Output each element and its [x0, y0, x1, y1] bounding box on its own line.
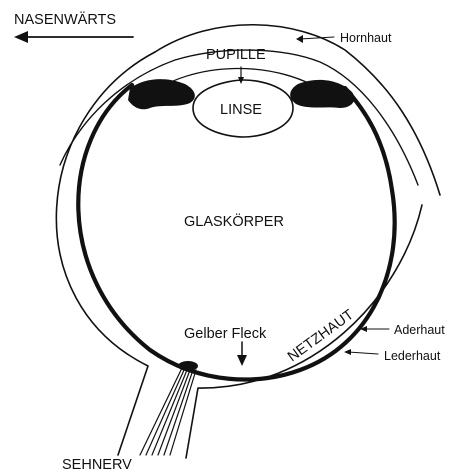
ciliary-body-right [290, 80, 354, 108]
label-gelber-fleck: Gelber Fleck [184, 326, 267, 342]
label-glaskoerper: GLASKÖRPER [184, 212, 284, 230]
label-lederhaut: Lederhaut [384, 349, 441, 363]
label-pupille: PUPILLE [206, 47, 266, 63]
label-aderhaut: Aderhaut [394, 323, 445, 337]
sclera-pointer [344, 349, 378, 355]
nasal-direction-arrow [14, 31, 133, 43]
ciliary-body-left [128, 79, 195, 109]
optic-nerve-fibers [140, 370, 196, 455]
macula-pointer [237, 342, 247, 366]
label-sehnerv: SEHNERV [62, 457, 132, 473]
label-hornhaut: Hornhaut [340, 31, 392, 45]
pupil-pointer [238, 67, 244, 84]
cornea-pointer [296, 35, 334, 43]
label-nasenwaerts: NASENWÄRTS [14, 11, 116, 28]
label-netzhaut: NETZHAUT [285, 307, 357, 365]
label-linse: LINSE [220, 102, 262, 118]
cornea-outer [155, 25, 440, 195]
choroid-pointer [360, 326, 389, 332]
optic-disc [178, 361, 198, 371]
